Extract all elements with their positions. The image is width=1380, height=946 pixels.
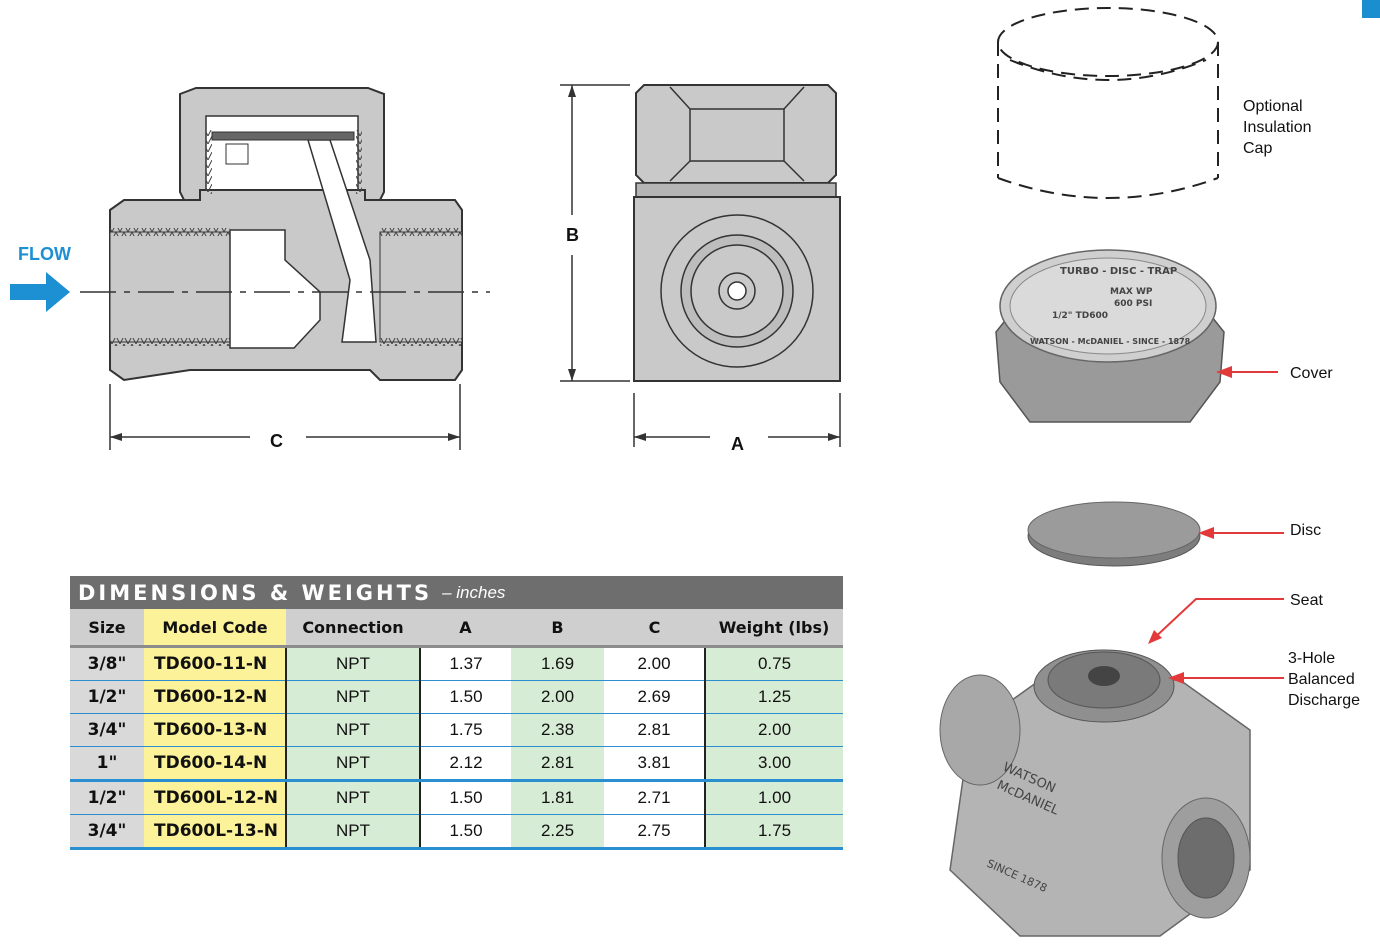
table-units: – inches — [442, 582, 506, 602]
flow-arrow-icon — [10, 272, 70, 312]
cell-a: 1.75 — [419, 713, 511, 747]
cell-model-code: TD600-12-N — [144, 680, 286, 714]
discharge-arrow-icon — [1168, 672, 1284, 684]
cell-c: 2.00 — [604, 646, 705, 681]
cross-section-drawing — [80, 87, 490, 450]
table-row: 1" TD600-14-N NPT 2.12 2.81 3.81 3.00 — [70, 746, 843, 781]
cell-connection: NPT — [285, 646, 420, 681]
cell-connection: NPT — [285, 680, 420, 714]
cell-weight: 1.00 — [704, 779, 843, 815]
cell-model-code: TD600L-12-N — [144, 779, 286, 815]
cell-size: 1" — [70, 746, 144, 781]
header-a: A — [420, 609, 511, 648]
cell-weight: 1.75 — [704, 814, 843, 850]
cell-model-code: TD600-11-N — [144, 646, 286, 681]
cell-c: 3.81 — [604, 746, 705, 781]
seat-arrow-icon — [1148, 598, 1284, 644]
header-model-code: Model Code — [144, 609, 286, 648]
cell-a: 2.12 — [419, 746, 511, 781]
side-view-drawing — [560, 84, 841, 447]
dimension-a-label: A — [731, 434, 744, 454]
table-title: DIMENSIONS & WEIGHTS — [78, 580, 433, 605]
cell-b: 2.81 — [511, 746, 604, 781]
cell-connection: NPT — [285, 713, 420, 747]
table-row: 3/4" TD600-13-N NPT 1.75 2.38 2.81 2.00 — [70, 713, 843, 747]
cell-model-code: TD600L-13-N — [144, 814, 286, 850]
cell-weight: 0.75 — [704, 646, 843, 681]
cell-c: 2.75 — [604, 814, 705, 850]
insulation-cap-line-3: Cap — [1243, 140, 1273, 157]
cover-engraving-bottom: WATSON - McDANIEL - SINCE - 1878 — [1030, 337, 1191, 346]
insulation-cap-line-2: Insulation — [1243, 119, 1312, 136]
insulation-cap-drawing — [997, 7, 1219, 199]
cell-a: 1.50 — [419, 680, 511, 714]
cover-engraving-model: 1/2" TD600 — [1052, 311, 1108, 321]
cell-size: 3/4" — [70, 713, 144, 747]
cell-weight: 1.25 — [704, 680, 843, 714]
insulation-cap-callout: Optional Insulation Cap — [1243, 96, 1312, 159]
table-row: 3/8" TD600-11-N NPT 1.37 1.69 2.00 0.75 — [70, 646, 843, 681]
cover-engraving-rating-2: 600 PSI — [1114, 299, 1152, 309]
cell-b: 1.81 — [511, 779, 604, 815]
disc-callout: Disc — [1290, 522, 1322, 539]
cell-c: 2.69 — [604, 680, 705, 714]
header-c: C — [604, 609, 705, 648]
cell-size: 1/2" — [70, 680, 144, 714]
dimension-b-label: B — [566, 225, 579, 245]
cover-arrow-icon — [1216, 366, 1278, 378]
header-connection: Connection — [286, 609, 420, 648]
cell-b: 1.69 — [511, 646, 604, 681]
flow-label: FLOW — [18, 244, 71, 264]
corner-tab — [1362, 0, 1380, 18]
table-row: 1/2" TD600L-12-N NPT 1.50 1.81 2.71 1.00 — [70, 779, 843, 815]
disc-drawing — [1027, 501, 1201, 567]
cell-a: 1.37 — [419, 646, 511, 681]
cover-engraving-top: TURBO - DISC - TRAP — [1060, 266, 1177, 277]
cell-connection: NPT — [285, 779, 420, 815]
discharge-callout: 3-Hole Balanced Discharge — [1288, 648, 1360, 711]
seat-callout: Seat — [1290, 592, 1323, 609]
insulation-cap-line-1: Optional — [1243, 98, 1303, 115]
cell-c: 2.71 — [604, 779, 705, 815]
header-weight: Weight (lbs) — [705, 609, 843, 648]
header-b: B — [511, 609, 604, 648]
cell-weight: 3.00 — [704, 746, 843, 781]
cell-connection: NPT — [285, 814, 420, 850]
cell-c: 2.81 — [604, 713, 705, 747]
cell-size: 3/8" — [70, 646, 144, 681]
dimensions-table: DIMENSIONS & WEIGHTS – inches Size Model… — [70, 576, 843, 850]
table-row: 1/2" TD600-12-N NPT 1.50 2.00 2.69 1.25 — [70, 680, 843, 714]
cover-callout: Cover — [1290, 365, 1333, 382]
dimension-c-label: C — [270, 431, 283, 451]
cell-size: 3/4" — [70, 814, 144, 850]
disc-arrow-icon — [1198, 527, 1284, 539]
discharge-line-2: Balanced — [1288, 671, 1355, 688]
table-row: 3/4" TD600L-13-N NPT 1.50 2.25 2.75 1.75 — [70, 814, 843, 850]
cell-model-code: TD600-14-N — [144, 746, 286, 781]
cell-a: 1.50 — [419, 814, 511, 850]
table-header-row: Size Model Code Connection A B C Weight … — [70, 609, 843, 648]
cell-weight: 2.00 — [704, 713, 843, 747]
discharge-line-3: Discharge — [1288, 692, 1361, 709]
header-size: Size — [70, 609, 144, 648]
cell-b: 2.00 — [511, 680, 604, 714]
cell-model-code: TD600-13-N — [144, 713, 286, 747]
cell-size: 1/2" — [70, 779, 144, 815]
table-title-bar: DIMENSIONS & WEIGHTS – inches — [70, 576, 843, 609]
discharge-line-1: 3-Hole — [1288, 650, 1336, 667]
trap-body-drawing: WATSON McDANIEL SINCE 1878 — [939, 649, 1251, 937]
cell-b: 2.38 — [511, 713, 604, 747]
cover-engraving-rating-1: MAX WP — [1110, 287, 1153, 297]
cell-a: 1.50 — [419, 779, 511, 815]
cell-connection: NPT — [285, 746, 420, 781]
dimensions-grid: Size Model Code Connection A B C Weight … — [70, 609, 843, 850]
cell-b: 2.25 — [511, 814, 604, 850]
cover-drawing: TURBO - DISC - TRAP MAX WP 600 PSI 1/2" … — [995, 249, 1225, 423]
